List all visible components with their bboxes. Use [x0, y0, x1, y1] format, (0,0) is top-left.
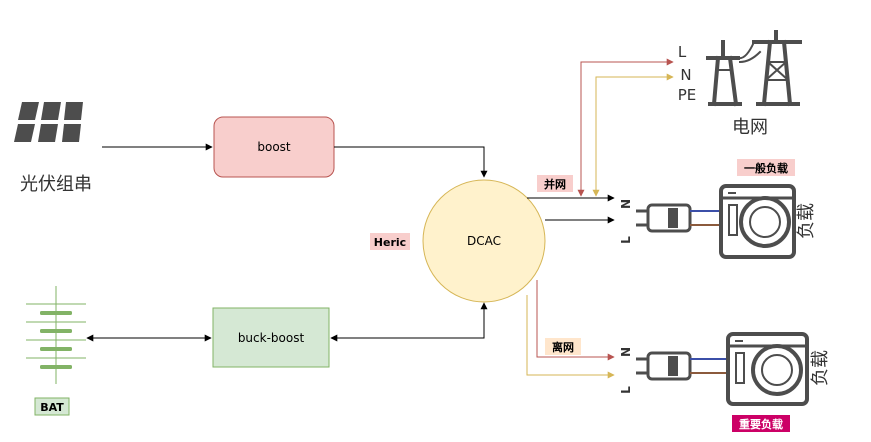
grid-PE-label: PE	[678, 86, 697, 104]
general-load-badge: 一般负载	[737, 159, 795, 176]
grid-N-wire	[592, 73, 674, 197]
top-plug-N-label: N	[619, 199, 633, 209]
grid-L-label: L	[678, 43, 687, 61]
grid-N-label: N	[680, 66, 691, 84]
boost-block[interactable]: boost	[213, 116, 335, 178]
heric-badge: Heric	[370, 233, 410, 250]
grid-label: 电网	[732, 117, 768, 138]
bottom-load-label: 负载	[810, 350, 831, 386]
dcac-label: DCAC	[467, 234, 501, 248]
off-grid-badge: 离网	[545, 338, 581, 355]
washing-machine-icon-bottom	[726, 332, 809, 406]
plug-icon-bottom	[636, 351, 727, 381]
dcac-to-bottom-load-N-wire	[536, 280, 615, 361]
bottom-plug-N-label: N	[619, 347, 633, 357]
pv-string-label: 光伏组串	[20, 174, 92, 195]
plug-icon-top	[636, 203, 720, 233]
boost-label: boost	[257, 140, 291, 154]
top-load-label: 负载	[796, 203, 817, 239]
bat-badge: BAT	[34, 397, 70, 416]
bottom-plug-L-label: L	[619, 386, 633, 394]
grid-tie-badge: 并网	[537, 175, 573, 192]
top-plug-L-label: L	[619, 236, 633, 244]
buck-boost-block[interactable]: buck-boost	[212, 307, 330, 368]
critical-load-label: 重要负载	[739, 417, 783, 431]
boost-to-dcac-arrow	[334, 146, 488, 178]
dcac-buckboost-arrow	[330, 302, 488, 342]
heric-label: Heric	[374, 236, 406, 249]
power-tower-icon	[706, 30, 802, 107]
general-load-label: 一般负载	[744, 161, 788, 175]
dcac-to-bottom-load-L-wire	[526, 295, 615, 379]
solar-panel-icon	[14, 102, 83, 142]
grid-L-wire	[577, 58, 674, 197]
buck-boost-label: buck-boost	[238, 331, 305, 345]
bat-label: BAT	[40, 401, 64, 414]
battery-icon	[26, 286, 86, 384]
grid-tie-label: 并网	[544, 177, 566, 191]
off-grid-label: 离网	[552, 340, 574, 354]
critical-load-badge: 重要负载	[732, 415, 790, 432]
dcac-node[interactable]: DCAC	[422, 179, 546, 303]
washing-machine-icon-top	[719, 184, 796, 259]
